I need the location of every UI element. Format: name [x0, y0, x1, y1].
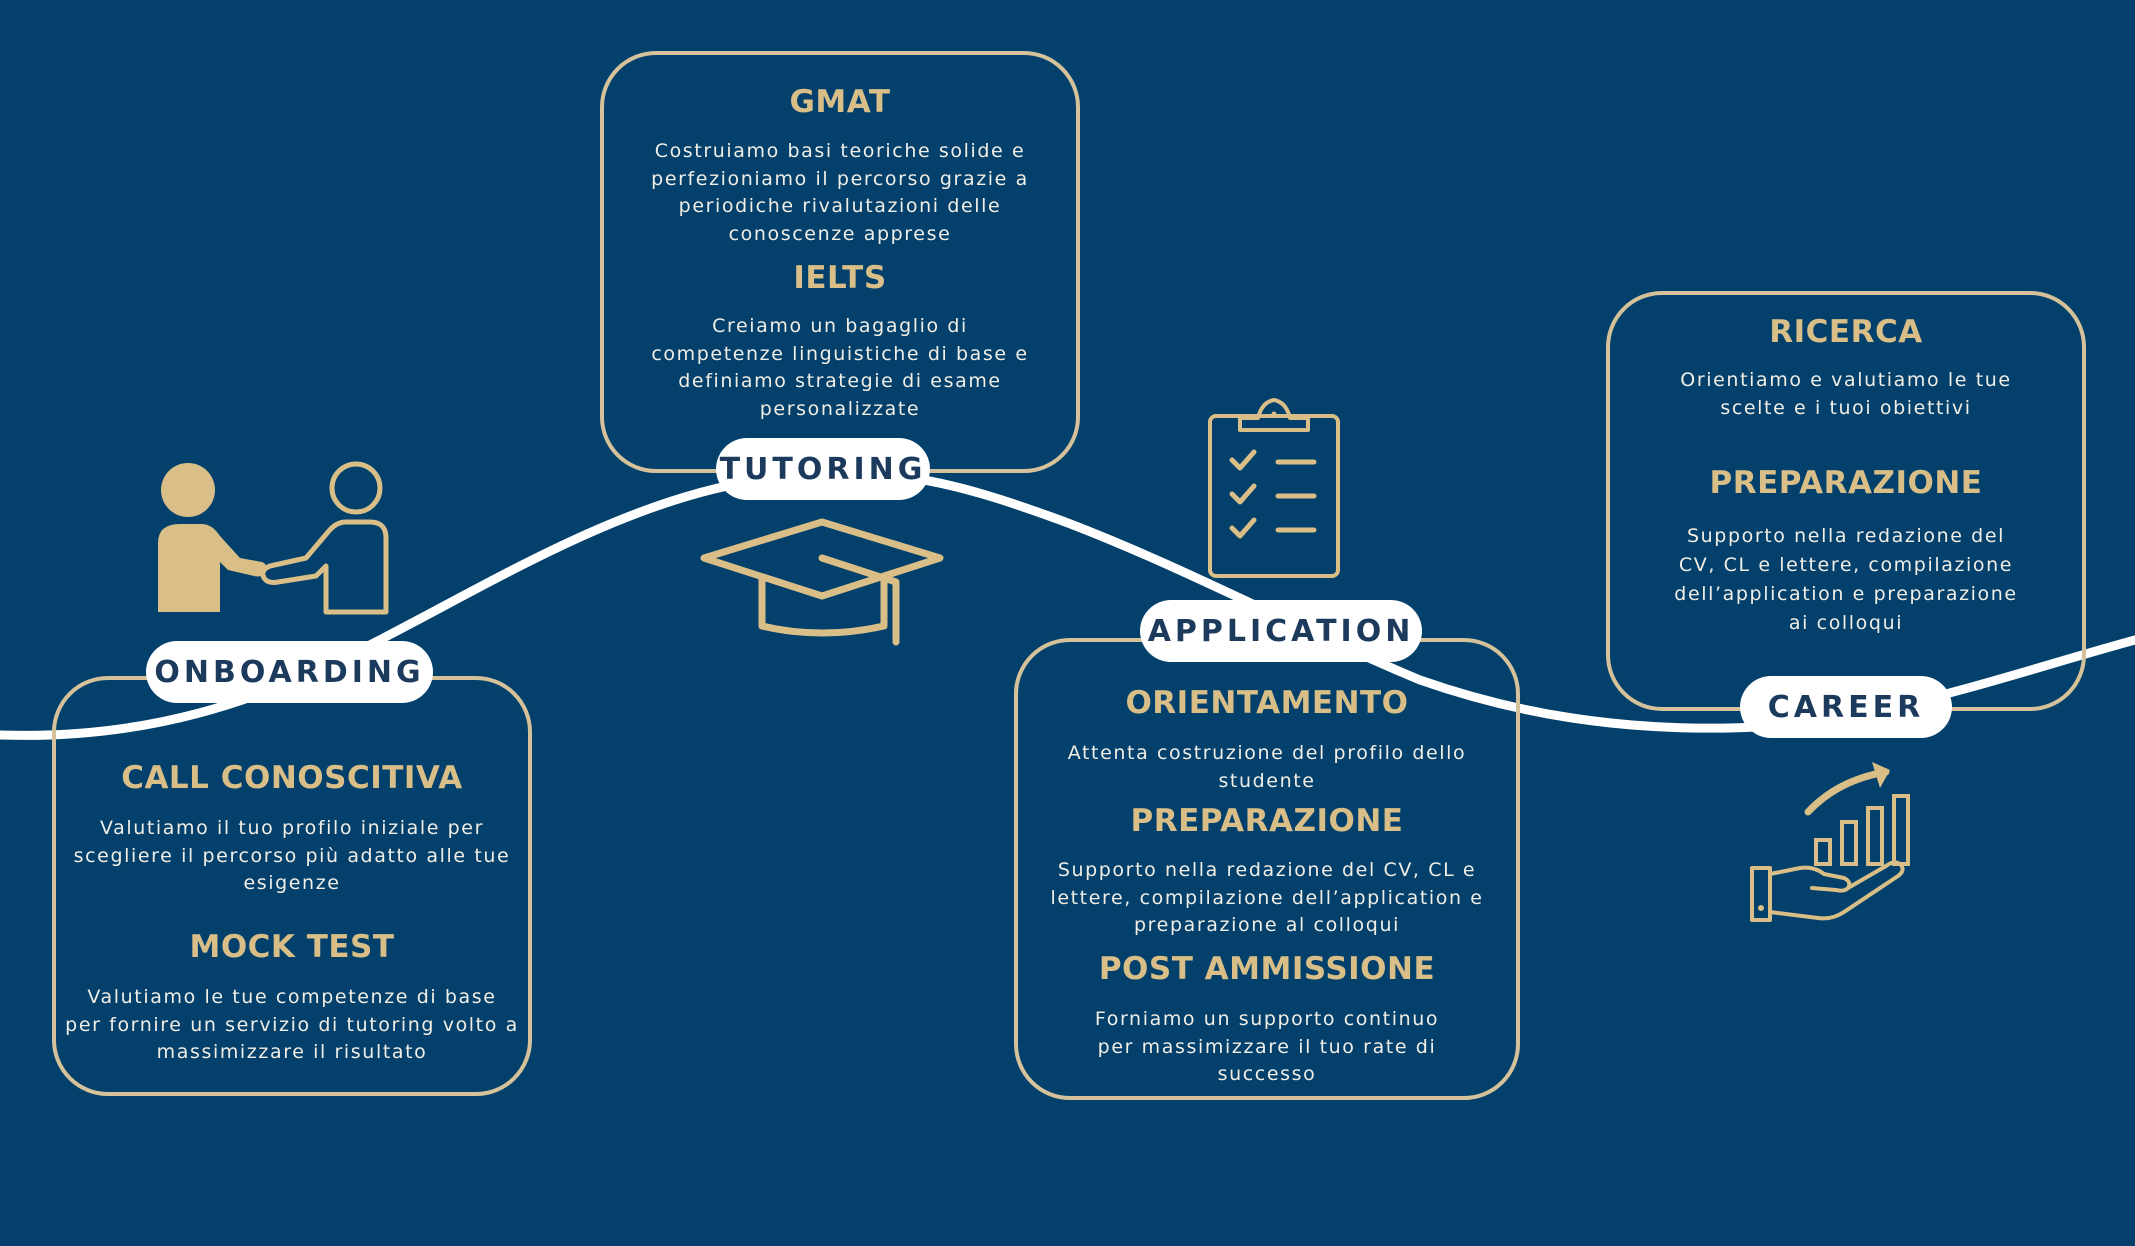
career-preparazione-title: PREPARAZIONE	[1709, 465, 1983, 501]
hand-growth-chart-icon	[1750, 762, 1910, 922]
post-ammissione-title: POST AMMISSIONE	[1098, 951, 1436, 987]
ielts-text: Creiamo un bagaglio di competenze lingui…	[651, 315, 1029, 420]
clipboard-checklist-icon	[1208, 398, 1340, 578]
orientamento-text: Attenta costruzione del profilo dello st…	[1067, 742, 1467, 792]
career-card: RICERCA Orientiamo e valutiamo le tue sc…	[1606, 291, 2086, 711]
graduation-cap-icon	[700, 518, 944, 646]
onboarding-stage-pill: ONBOARDING	[146, 641, 433, 703]
handshake-people-icon	[158, 461, 389, 615]
preparazione-title: PREPARAZIONE	[1130, 803, 1404, 839]
mock-test-title: MOCK TEST	[189, 929, 395, 965]
career-stage-pill: CAREER	[1740, 676, 1952, 738]
call-conoscitiva-title: CALL CONOSCITIVA	[121, 760, 463, 796]
orientamento-title: ORIENTAMENTO	[1125, 685, 1409, 721]
call-conoscitiva-text: Valutiamo il tuo profilo iniziale per sc…	[73, 817, 511, 894]
post-ammissione-text: Forniamo un supporto continuo per massim…	[1094, 1008, 1440, 1085]
gmat-title: GMAT	[789, 84, 891, 120]
application-stage-pill: APPLICATION	[1140, 600, 1422, 662]
gmat-text: Costruiamo basi teoriche solide e perfez…	[651, 140, 1029, 245]
mock-test-text: Valutiamo le tue competenze di base per …	[65, 986, 519, 1063]
preparazione-text: Supporto nella redazione del CV, CL e le…	[1050, 859, 1484, 936]
ricerca-text: Orientiamo e valutiamo le tue scelte e i…	[1680, 369, 2012, 419]
ricerca-title: RICERCA	[1769, 314, 1923, 350]
tutoring-card: GMAT Costruiamo basi teoriche solide e p…	[600, 51, 1080, 473]
ielts-title: IELTS	[793, 260, 887, 296]
application-card: ORIENTAMENTO Attenta costruzione del pro…	[1014, 638, 1520, 1100]
tutoring-stage-pill: TUTORING	[716, 438, 930, 500]
onboarding-card: CALL CONOSCITIVA Valutiamo il tuo profil…	[52, 676, 532, 1096]
career-preparazione-text: Supporto nella redazione del CV, CL e le…	[1674, 525, 2018, 634]
